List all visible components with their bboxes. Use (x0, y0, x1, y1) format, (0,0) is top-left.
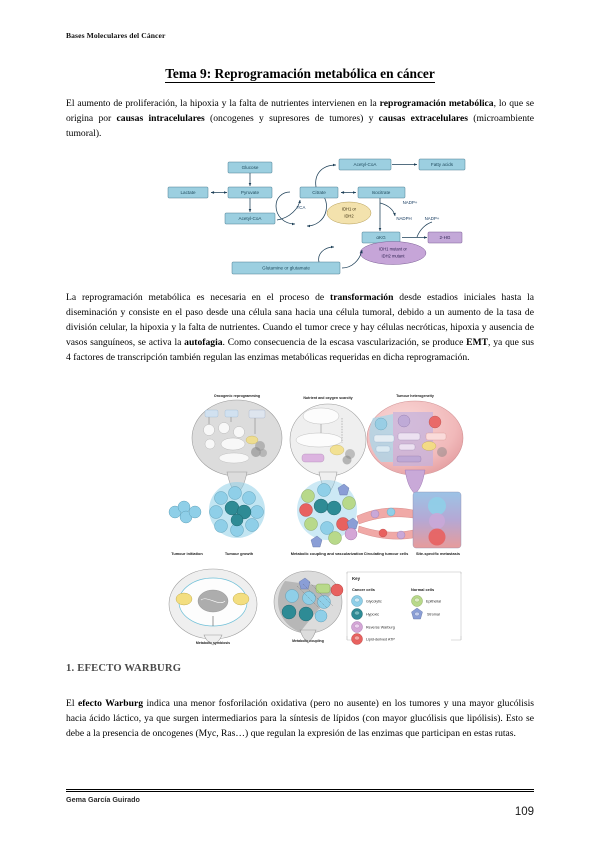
figure-key: Key Cancer cells Normal cells Glycolytic… (346, 571, 462, 645)
p2-run-2: desde estadios iniciales hasta la disemi… (66, 292, 534, 349)
footer-page-number: 109 (514, 806, 534, 818)
key-item-hypoxic: Hypoxic (351, 608, 379, 620)
pathway-enzyme-idh-mutant: IDH1 mutant or IDH2 mutant (359, 241, 427, 265)
pathway-cofactor-nadph: NADPH (396, 216, 411, 221)
stage-circulating-tumour-cells (356, 507, 414, 540)
pathway-node-lactate: Lactate (167, 186, 209, 199)
p2-run-4: , ya que sus 4 factores de transcripción… (66, 337, 534, 364)
key-group-normal-heading: Normal cells (411, 587, 434, 592)
pathway-node-fatty-acids-label: Fatty acids (431, 162, 454, 167)
pathway-node-glutamine-label: Glutamine or glutamate (262, 266, 310, 271)
p3-bold-1: efecto Warburg (77, 698, 144, 709)
p2-bold-3: EMT (466, 337, 489, 349)
key-item-glycolytic-label: Glycolytic (366, 600, 382, 604)
stage-site-specific-metastasis (412, 491, 462, 549)
section-heading-warburg: 1. EFECTO WARBURG (66, 663, 182, 674)
balloon-1-title: Oncogenic reprogramming (214, 394, 260, 398)
balloon-metabolic-coupling: Metabolic coupling (273, 570, 344, 644)
pathway-enzyme-idh-wildtype-label-2: IDH2 (344, 214, 354, 219)
stage-label-metastasis: Site-specific metastasis (416, 551, 460, 556)
balloon-nutrient-oxygen-scarcity: Nutrient and oxygen scarcity (289, 396, 367, 495)
p1-run-4: (microambiente tumoral). (66, 113, 534, 140)
balloon-3-title: Tumour heterogeneity (396, 394, 434, 398)
figure-metabolic-pathway: Glucose Lactate Pyruvate A (164, 158, 466, 280)
key-item-epithelial: Epithelial (411, 595, 441, 607)
footer-rule (66, 789, 534, 793)
key-item-lipid-derived-atp: Lipid-derived ATP (351, 633, 395, 645)
key-title: Key (352, 576, 361, 581)
stage-tumour-growth-cells (209, 482, 265, 538)
key-item-glycolytic: Glycolytic (351, 595, 382, 607)
paragraph-transformacion: La reprogramación metabólica es necesari… (66, 290, 534, 365)
key-item-lipid-derived-atp-label: Lipid-derived ATP (366, 638, 395, 642)
p3-run-2: indica una menor fosforilación oxidativa… (66, 698, 534, 740)
pathway-node-2hg-label: 2-HG (440, 235, 451, 240)
pathway-node-pyruvate: Pyruvate (227, 186, 273, 199)
p2-run-3: . Como consecuencia de la escasa vascula… (222, 337, 467, 349)
key-item-stromal: Stromal (411, 607, 440, 620)
balloon-tumour-heterogeneity: Tumour heterogeneity (366, 394, 464, 495)
paragraph-intro: El aumento de proliferación, la hipoxia … (66, 96, 534, 141)
pathway-node-glucose: Glucose (227, 161, 273, 174)
page-content: Bases Moleculares del Cáncer Tema 9: Rep… (66, 0, 534, 848)
paragraph-warburg: El efecto Warburg indica una menor fosfo… (66, 696, 534, 741)
pathway-node-acetyl-coa-left: Acetyl-CoA (224, 212, 276, 225)
key-item-reverse-warburg-label: Reverse Warburg (366, 626, 395, 630)
pathway-node-acetyl-coa-top: Acetyl-CoA (338, 158, 392, 171)
figure-tumour-progression: Oncogenic reprogramming (161, 388, 471, 646)
p2-bold-2: autofagia (184, 337, 223, 349)
page-title-text: Tema 9: Reprogramación metabólica en cán… (165, 66, 435, 83)
footer-author: Gema García Guirado (66, 795, 140, 804)
pathway-cofactor-nadp-2: NADP+ (425, 216, 440, 221)
pathway-cofactor-nadp-1: NADP+ (403, 200, 418, 205)
balloon-2-title: Nutrient and oxygen scarcity (303, 396, 352, 400)
pathway-node-glucose-label: Glucose (242, 165, 259, 170)
stage-metabolic-coupling-cells (297, 480, 359, 548)
key-group-cancer-heading: Cancer cells (352, 587, 375, 592)
pathway-node-isocitrate: Isocitrate (357, 186, 406, 199)
pathway-node-acetyl-coa-top-label: Acetyl-CoA (354, 162, 378, 167)
pathway-node-tca-label: TCA (297, 205, 306, 210)
balloon-oncogenic-reprogramming: Oncogenic reprogramming (191, 394, 283, 495)
page-title: Tema 9: Reprogramación metabólica en cán… (66, 66, 534, 83)
stage-tumour-initiation-cells (168, 500, 202, 524)
p3-run-1: El (66, 698, 78, 709)
pathway-enzyme-idh-wildtype: IDH1 or IDH2 (326, 201, 372, 225)
pathway-node-akg-label: αKG (376, 235, 386, 240)
pathway-node-2hg: 2-HG (427, 231, 463, 244)
p2-run-1: La reprogramación metabólica es necesari… (66, 292, 331, 303)
pathway-node-pyruvate-label: Pyruvate (241, 190, 260, 195)
p1-run-1: El aumento de proliferación, la hipoxia … (66, 98, 380, 109)
key-item-epithelial-label: Epithelial (426, 600, 441, 604)
p1-bold-2: causas intracelulares (116, 113, 205, 125)
pathway-enzyme-idh-mutant-label-2: IDH2 mutant (382, 254, 406, 259)
balloon-4-title: Metabolic symbiosis (196, 641, 230, 645)
key-item-reverse-warburg: Reverse Warburg (351, 621, 395, 633)
pathway-node-citrate: Citrate (299, 186, 339, 199)
p2-bold-1: transformación (330, 292, 394, 303)
pathway-node-acetyl-coa-left-label: Acetyl-CoA (239, 216, 263, 221)
running-head: Bases Moleculares del Cáncer (66, 31, 166, 40)
key-item-stromal-label: Stromal (427, 613, 440, 617)
stage-label-metabolic-coupling: Metabolic coupling and vascularization (291, 551, 364, 556)
p1-run-2: , lo que se origina por (66, 98, 534, 125)
pathway-node-lactate-label: Lactate (180, 190, 196, 195)
balloon-5-title: Metabolic coupling (292, 639, 324, 643)
p1-bold-1: reprogramación metabólica (379, 98, 494, 109)
pathway-node-akg: αKG (361, 231, 401, 244)
pathway-node-isocitrate-label: Isocitrate (372, 190, 391, 195)
stage-label-circulating-cells: Circulating tumour cells (364, 551, 409, 556)
pathway-node-citrate-label: Citrate (312, 190, 326, 195)
pathway-node-fatty-acids: Fatty acids (418, 158, 466, 171)
balloon-metabolic-symbiosis: Metabolic symbiosis (168, 568, 258, 646)
p1-run-3: (oncogenes y supresores de tumores) y (204, 113, 379, 125)
p1-bold-3: causas extracelulares (378, 113, 468, 125)
key-item-hypoxic-label: Hypoxic (366, 613, 379, 617)
pathway-enzyme-idh-wildtype-label-1: IDH1 or (342, 207, 357, 212)
stage-label-tumour-growth: Tumour growth (225, 551, 254, 556)
stage-label-tumour-initiation: Tumour initiation (171, 551, 203, 556)
pathway-node-glutamine: Glutamine or glutamate (231, 261, 341, 275)
pathway-enzyme-idh-mutant-label-1: IDH1 mutant or (379, 247, 407, 252)
